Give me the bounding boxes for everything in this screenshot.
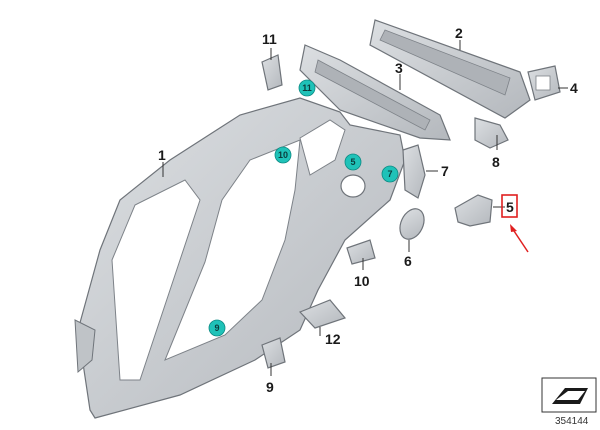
svg-text:5: 5 [350, 157, 355, 167]
svg-text:9: 9 [214, 323, 219, 333]
callout-1: 1 [158, 147, 166, 163]
side-frame-part [74, 97, 406, 419]
location-badges: 11 10 5 7 9 [208, 79, 399, 337]
badge-5: 5 [344, 153, 362, 171]
badge-11: 11 [298, 79, 316, 97]
fuel-flap-part [399, 208, 425, 240]
callout-8: 8 [492, 154, 500, 170]
svg-text:7: 7 [387, 169, 392, 179]
plate-part-12 [298, 299, 347, 329]
callout-11: 11 [262, 31, 277, 47]
bracket-part-4 [527, 65, 561, 101]
reference-icon [541, 377, 597, 413]
roof-crossmember-part [369, 19, 531, 119]
badge-10: 10 [274, 146, 292, 164]
reinforcement-part-7 [402, 144, 426, 199]
svg-text:10: 10 [278, 150, 288, 160]
badge-9: 9 [208, 319, 226, 337]
callout-10: 10 [354, 273, 370, 289]
bracket-part-8 [474, 117, 509, 149]
badge-7: 7 [381, 165, 399, 183]
callout-3: 3 [395, 60, 403, 76]
bracket-part-9 [261, 337, 286, 369]
leader-lines [162, 40, 568, 376]
callout-4: 4 [570, 80, 578, 96]
callout-7: 7 [441, 163, 449, 179]
callout-6: 6 [404, 253, 412, 269]
callout-12: 12 [325, 331, 341, 347]
bracket-part-5 [454, 194, 493, 227]
callout-2: 2 [455, 25, 463, 41]
bracket-part-10 [346, 239, 376, 265]
roof-rail-part [299, 44, 451, 141]
reference-number: 354144 [555, 416, 589, 427]
highlight-marker [501, 194, 529, 253]
svg-text:11: 11 [302, 83, 312, 93]
callout-9: 9 [266, 379, 274, 395]
bracket-part-11 [261, 54, 283, 91]
callout-labels: 1 2 3 4 5 6 7 8 9 10 11 12 [158, 25, 578, 395]
callout-5: 5 [506, 199, 514, 215]
